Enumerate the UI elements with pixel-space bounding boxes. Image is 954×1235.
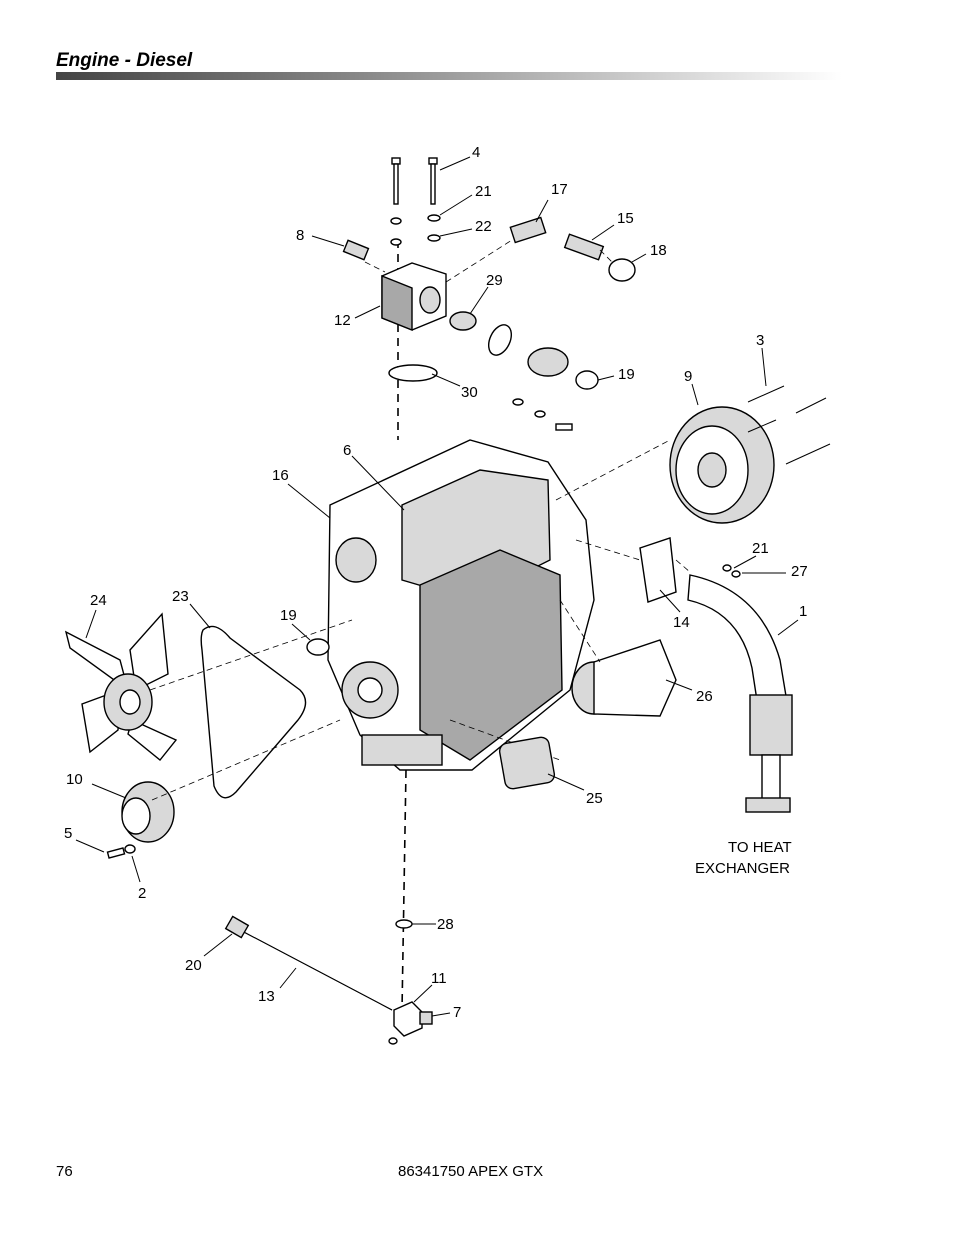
callout-4: 4 — [472, 144, 480, 161]
callout-18: 18 — [650, 242, 667, 259]
callout-29: 29 — [486, 272, 503, 289]
callout-20: 20 — [185, 957, 202, 974]
page-number: 76 — [56, 1163, 73, 1180]
callout-27: 27 — [791, 563, 808, 580]
callout-13: 13 — [258, 988, 275, 1005]
elbow-17 — [509, 216, 547, 244]
gasket-14 — [639, 537, 677, 603]
callout-28: 28 — [437, 916, 454, 933]
note-to-heat-exchanger-line2: EXCHANGER — [695, 860, 790, 877]
callout-24: 24 — [90, 592, 107, 609]
callout-22: 22 — [475, 218, 492, 235]
callout-21: 21 — [752, 540, 769, 557]
callout-5: 5 — [64, 825, 72, 842]
fan-24 — [64, 612, 178, 761]
callout-14: 14 — [673, 614, 690, 631]
washers-21-22 — [390, 214, 441, 246]
gasket-30 — [388, 324, 513, 382]
v-belt-23 — [200, 625, 307, 799]
starter-26 — [571, 639, 677, 717]
fitting-8 — [342, 239, 370, 261]
header-rule — [56, 72, 842, 80]
document-id: 86341750 APEX GTX — [398, 1163, 544, 1180]
crank-pulley-9 — [669, 406, 775, 524]
callout-19: 19 — [618, 366, 635, 383]
washer-28 — [395, 919, 413, 929]
callout-30: 30 — [461, 384, 478, 401]
callout-10: 10 — [66, 771, 83, 788]
fan-pulley-10 — [121, 781, 175, 843]
thermostat-cover — [512, 347, 599, 431]
bolts-3 — [747, 385, 831, 465]
callout-25: 25 — [586, 790, 603, 807]
bolt-4 — [391, 157, 438, 205]
callout-26: 26 — [696, 688, 713, 705]
callout-9: 9 — [684, 368, 692, 385]
axis-line-lower — [401, 769, 407, 1011]
callout-6: 6 — [343, 442, 351, 459]
oil-filter-25 — [498, 736, 556, 790]
page-title: Engine - Diesel — [56, 50, 193, 71]
bolt-5-washer-2 — [106, 844, 136, 859]
engine-block — [327, 439, 595, 771]
exhaust-pipe-1 — [687, 574, 793, 813]
coupler-11 — [388, 1001, 433, 1045]
callout-7: 7 — [453, 1004, 461, 1021]
callout-17: 17 — [551, 181, 568, 198]
callout-8: 8 — [296, 227, 304, 244]
hose-clamp-19 — [306, 638, 330, 656]
drive-shaft-13 — [224, 915, 393, 1011]
callout-16: 16 — [272, 467, 289, 484]
callout-12: 12 — [334, 312, 351, 329]
callout-19: 19 — [280, 607, 297, 624]
callout-11: 11 — [431, 970, 447, 987]
note-to-heat-exchanger-line1: TO HEAT — [728, 839, 792, 856]
thermostat-29 — [449, 311, 477, 331]
nipple-15 — [563, 233, 605, 261]
washer-21-27 — [722, 564, 741, 578]
callout-15: 15 — [617, 210, 634, 227]
callout-3: 3 — [756, 332, 764, 349]
callout-21: 21 — [475, 183, 492, 200]
callout-2: 2 — [138, 885, 146, 902]
assembly-lines — [149, 239, 691, 801]
clamp-18 — [608, 258, 636, 282]
callout-1: 1 — [799, 603, 807, 620]
callout-23: 23 — [172, 588, 189, 605]
thermostat-housing-12 — [381, 262, 447, 332]
leader-lines — [75, 156, 799, 1017]
